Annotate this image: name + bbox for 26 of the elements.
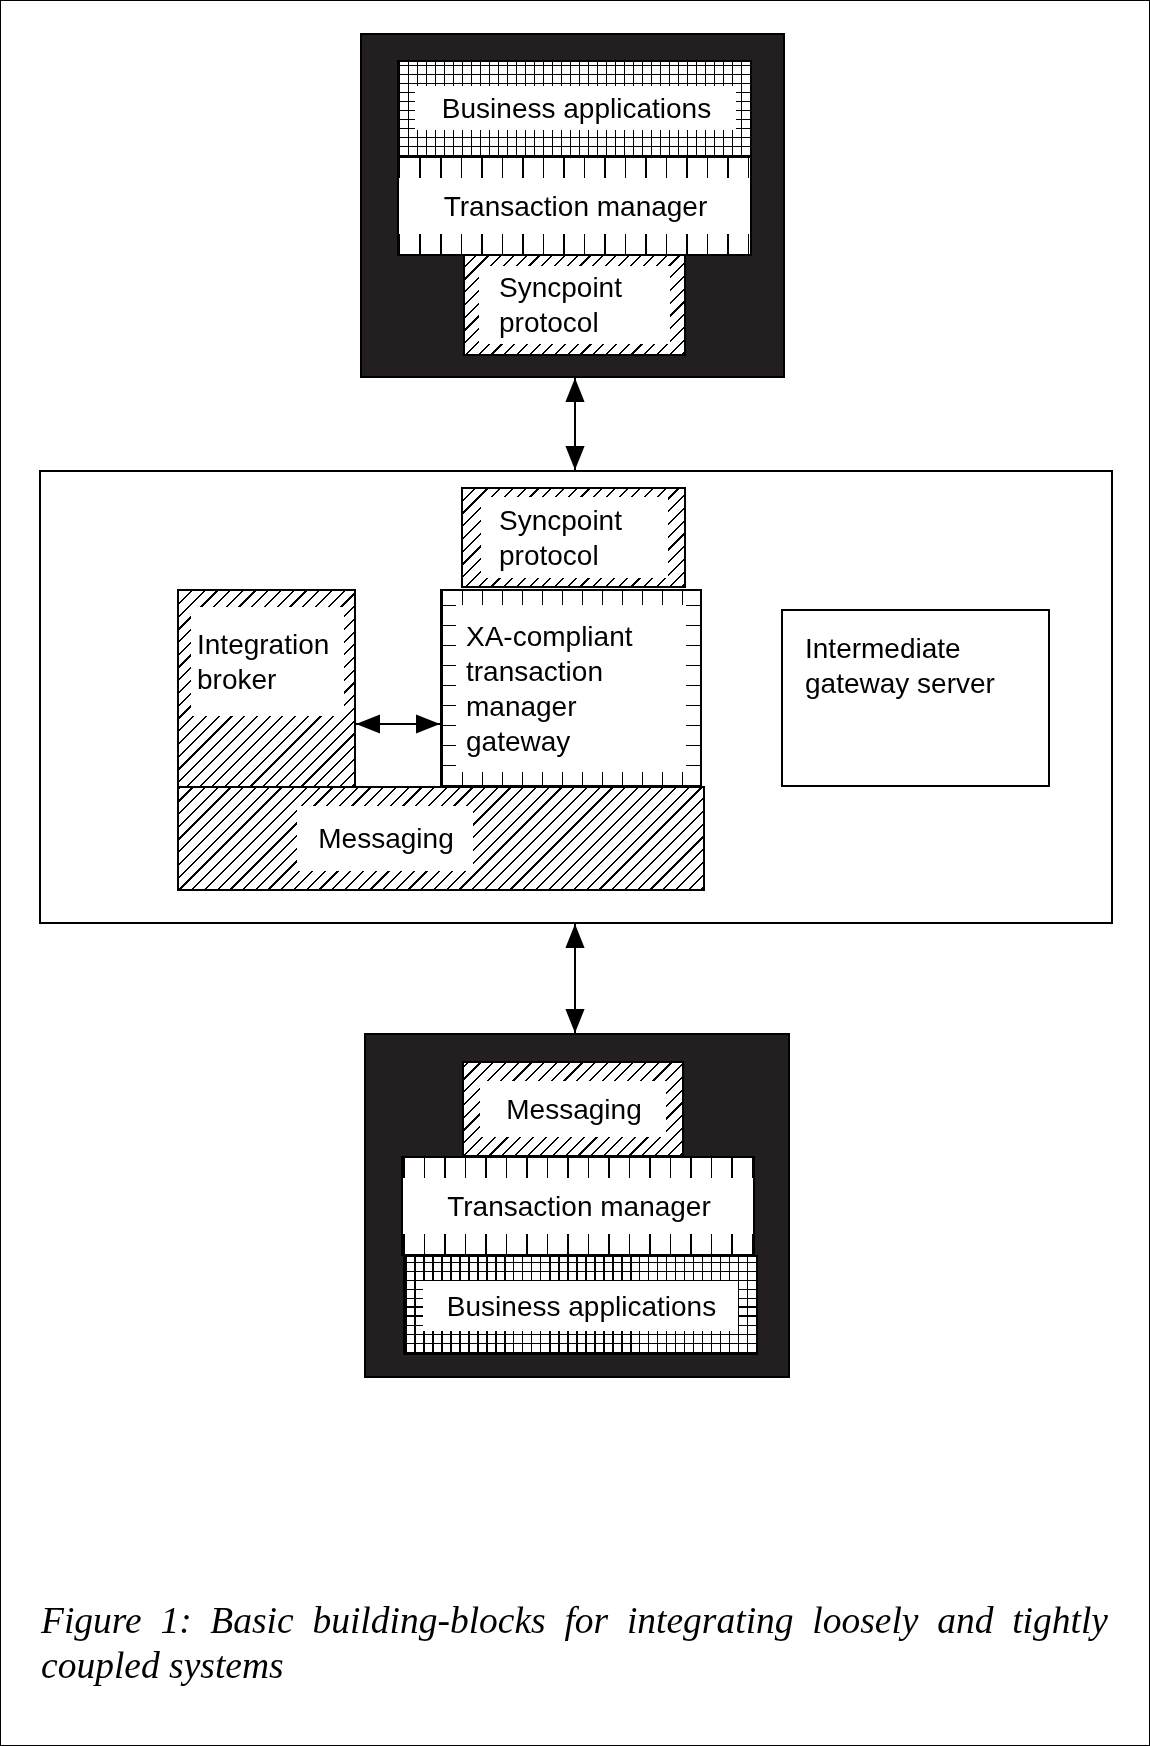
box-label: Messaging: [480, 1081, 666, 1137]
component-box: [463, 254, 686, 356]
box-label: Syncpoint protocol: [479, 266, 670, 344]
component-box: [177, 589, 356, 788]
box-label: XA-compliant transaction manager gateway: [456, 605, 686, 772]
box-label: Messaging: [297, 806, 473, 871]
figure-caption: Figure 1: Basic building-blocks for integrating loosely and tightly coupled systems: [41, 1599, 1108, 1688]
double-arrow: [565, 377, 585, 471]
system-block: [360, 33, 785, 378]
component-box: [177, 786, 705, 891]
double-arrow: [565, 923, 585, 1034]
component-box: [397, 60, 752, 158]
box-label: Business applications: [423, 1281, 738, 1331]
component-box: [397, 156, 752, 256]
component-box: [462, 1061, 684, 1157]
component-box: [440, 589, 702, 788]
box-label: Syncpoint protocol: [481, 497, 668, 578]
component-box: [401, 1156, 755, 1256]
box-label: Business applications: [415, 86, 736, 130]
gateway-server-frame: [39, 470, 1113, 924]
component-box: [403, 1255, 758, 1355]
component-box: [461, 487, 686, 588]
system-block: [364, 1033, 790, 1378]
double-arrow: [355, 714, 441, 734]
component-box: [781, 609, 1050, 787]
box-label: Integration broker: [191, 607, 344, 716]
